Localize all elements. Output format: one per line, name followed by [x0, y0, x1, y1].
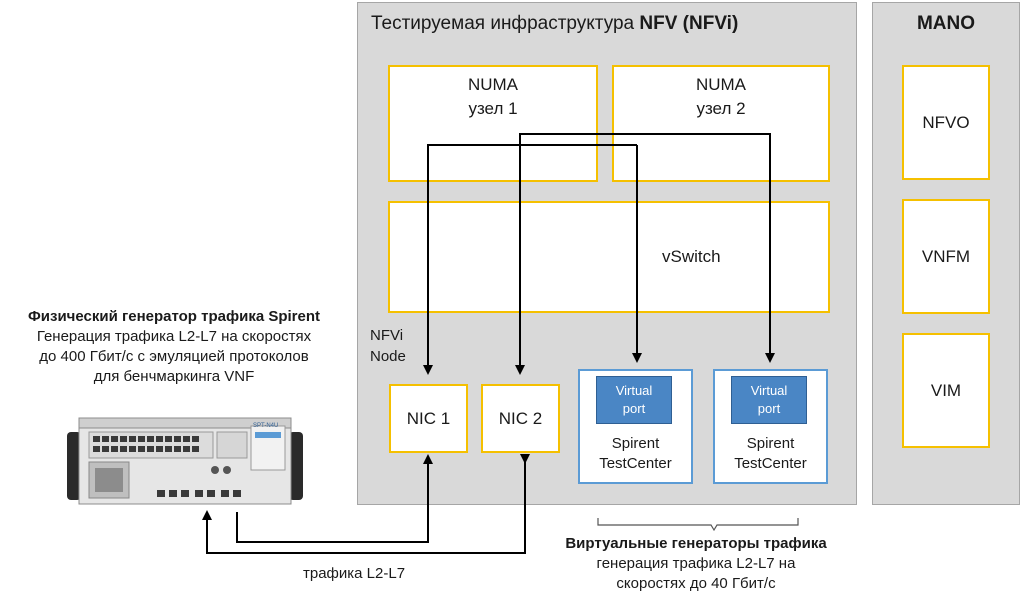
mano-title: MANO — [916, 13, 976, 34]
nic-1: NIC 1 — [389, 384, 468, 453]
link-device-nic1 — [236, 454, 433, 543]
link-numa-nic1 — [423, 144, 637, 375]
nfvi-title: Тестируемая инфраструктура NFV (NFVi) — [371, 13, 739, 34]
link-device-nic2 — [202, 454, 530, 554]
vswitch-box: vSwitch — [388, 201, 830, 313]
mano-vnfm: VNFM — [902, 199, 990, 314]
nic-2: NIC 2 — [481, 384, 560, 453]
virtual-generators-brace — [597, 518, 799, 532]
link-traffic-label: трафика L2-L7 — [303, 565, 406, 582]
virtual-generators-caption: Виртуальные генераторы трафика генерация… — [565, 535, 827, 592]
physical-generator-caption: Физический генератор трафика Spirent Ген… — [27, 308, 321, 385]
device-model-label: SPT-N4U — [253, 423, 279, 429]
link-numa-vport2 — [519, 133, 775, 363]
mano-vim: VIM — [902, 333, 990, 448]
mano-nfvo: NFVO — [902, 65, 990, 180]
